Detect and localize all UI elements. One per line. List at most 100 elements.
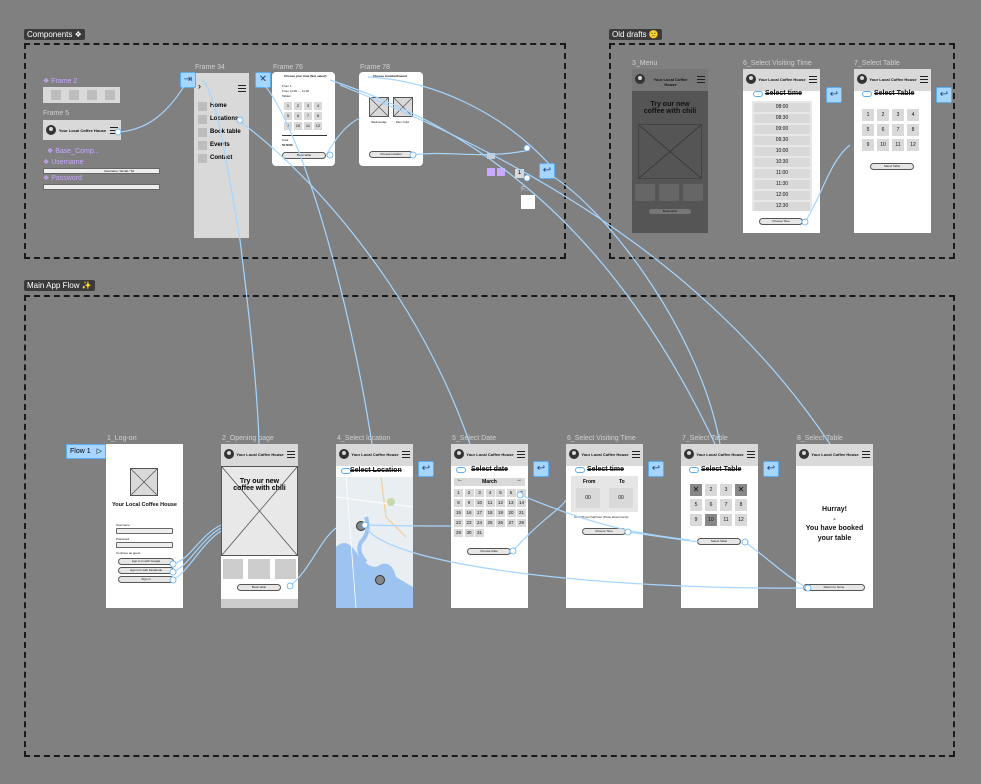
toggle-icon[interactable]: [341, 468, 351, 474]
day-cell[interactable]: 7: [517, 489, 526, 497]
menu-icon[interactable]: [110, 127, 118, 134]
day-cell[interactable]: 2: [464, 489, 474, 497]
book-table-button[interactable]: Book table: [237, 584, 281, 591]
back-arrow-icon[interactable]: ↩: [533, 461, 549, 477]
chevron-right-icon[interactable]: →: [516, 477, 522, 483]
booked-frame-label[interactable]: 8_Select Table: [797, 435, 843, 442]
table-cell[interactable]: 5: [284, 112, 292, 120]
old-time-frame[interactable]: Your Local Coffee House Select time 08:0…: [743, 69, 820, 233]
table-cell[interactable]: 8: [314, 112, 322, 120]
frame78[interactable]: Choose location/Fasted Wednesday Mon Col…: [359, 72, 423, 166]
chevron-right-icon[interactable]: ›: [198, 81, 201, 91]
toggle-icon[interactable]: [689, 467, 699, 473]
time-slot[interactable]: 09:30: [754, 136, 810, 145]
time-slot[interactable]: 10:30: [754, 158, 810, 167]
frame76-label[interactable]: Frame 76: [273, 64, 303, 71]
table-cell[interactable]: 6: [877, 124, 889, 136]
day-cell[interactable]: 13: [506, 499, 516, 507]
menu-item-contact[interactable]: Contact: [198, 154, 246, 163]
table-cell[interactable]: 7: [892, 124, 904, 136]
back-arrow-icon[interactable]: ↩: [936, 87, 952, 103]
opening-frame-label[interactable]: 2_Opening page: [222, 435, 274, 442]
select-table-button[interactable]: Select Table: [697, 538, 741, 545]
day-cell[interactable]: 4: [485, 489, 495, 497]
table-cell[interactable]: 1: [284, 102, 292, 110]
frame34-menu[interactable]: › Home Locations Book table Events Conta…: [194, 73, 249, 238]
visit-time-frame[interactable]: Your Local Coffee House Select time From…: [566, 444, 643, 608]
table-cell[interactable]: 6: [705, 499, 717, 511]
guest-label[interactable]: Continue as guest: [116, 551, 141, 555]
date-frame-label[interactable]: 5_Select Date: [452, 435, 496, 442]
toggle-icon[interactable]: [753, 91, 763, 97]
table-cell-occupied[interactable]: ✕: [690, 484, 702, 496]
day-cell[interactable]: 21: [517, 509, 526, 517]
table-cell[interactable]: 8: [907, 124, 919, 136]
day-cell[interactable]: 18: [485, 509, 495, 517]
menu-item-locations[interactable]: Locations: [198, 115, 246, 124]
frame2[interactable]: [43, 87, 120, 103]
menu-icon[interactable]: [287, 451, 295, 458]
frame5-label[interactable]: Frame 5: [43, 110, 70, 117]
table-cell-selected[interactable]: 10: [705, 514, 717, 526]
table-cell[interactable]: 11: [720, 514, 732, 526]
date-frame[interactable]: Your Local Coffee House Select date ← Ma…: [451, 444, 528, 608]
menu-icon[interactable]: [920, 76, 928, 83]
table-cell[interactable]: 2: [705, 484, 717, 496]
table-cell[interactable]: 7: [304, 112, 312, 120]
day-cell[interactable]: 27: [506, 519, 516, 527]
return-home-button[interactable]: Return to home: [803, 584, 865, 591]
back-arrow-icon[interactable]: ↩: [418, 461, 434, 477]
opening-frame[interactable]: Your Local Coffee House Try our new coff…: [221, 444, 298, 608]
day-cell[interactable]: 12: [496, 499, 505, 507]
toggle-icon[interactable]: [456, 467, 466, 473]
time-slot[interactable]: 09:00: [754, 125, 810, 134]
frame34-label[interactable]: Frame 34: [195, 64, 225, 71]
day-cell[interactable]: 20: [506, 509, 516, 517]
choose-time-button[interactable]: Choose Time: [759, 218, 803, 225]
table-cell[interactable]: 2: [294, 102, 302, 110]
table-cell[interactable]: 12: [735, 514, 747, 526]
day-cell[interactable]: 3: [475, 489, 484, 497]
back-arrow-icon[interactable]: ↩: [763, 461, 779, 477]
location-map[interactable]: [336, 477, 413, 608]
day-cell[interactable]: 16: [464, 509, 474, 517]
username-field[interactable]: Username / Email / Tel: [43, 168, 160, 174]
menu-item-events[interactable]: Events: [198, 141, 246, 150]
menu-icon[interactable]: [862, 451, 870, 458]
day-cell[interactable]: 24: [475, 519, 484, 527]
table-grid[interactable]: ✕ 2 3 ✕ 5 6 7 8 9 10 11 12: [690, 484, 747, 526]
day-cell[interactable]: 28: [517, 519, 526, 527]
table-cell[interactable]: 9: [284, 122, 292, 130]
table-frame[interactable]: Your Local Coffee House Select Table ✕ 2…: [681, 444, 758, 608]
table-cell[interactable]: 11: [304, 122, 312, 130]
day-cell[interactable]: 31: [475, 529, 484, 537]
location-frame[interactable]: Your Local Coffee House Select Location: [336, 444, 413, 608]
table-frame-label[interactable]: 7_Select Table: [682, 435, 728, 442]
day-cell[interactable]: 26: [496, 519, 505, 527]
day-cell[interactable]: 9: [464, 499, 474, 507]
time-slot[interactable]: 12:30: [754, 202, 810, 211]
blank-frame[interactable]: [521, 195, 535, 209]
signin-button[interactable]: Sign in: [118, 576, 174, 583]
menu-icon[interactable]: [517, 451, 525, 458]
menu-icon[interactable]: [809, 76, 817, 83]
old-menu-label[interactable]: 3_Menu: [632, 60, 658, 67]
day-cell[interactable]: 11: [485, 499, 495, 507]
day-cell[interactable]: 29: [454, 529, 463, 537]
table-cell[interactable]: 3: [304, 102, 312, 110]
old-table-frame[interactable]: Your Local Coffee House Select Table 1 2…: [854, 69, 931, 233]
day-cell[interactable]: 10: [475, 499, 484, 507]
table-cell[interactable]: 10: [877, 139, 889, 151]
book-table-button[interactable]: Book table: [648, 208, 692, 215]
menu-icon[interactable]: [238, 85, 246, 92]
back-arrow-icon[interactable]: ↩: [648, 461, 664, 477]
login-frame-label[interactable]: 1_Log-on: [107, 435, 137, 442]
table-cell[interactable]: 10: [294, 122, 302, 130]
table-cell[interactable]: 9: [862, 139, 874, 151]
frame76[interactable]: Choose your time (Not select) From 1 Fro…: [272, 72, 335, 166]
table-cell[interactable]: 12: [314, 122, 322, 130]
table-cell[interactable]: 3: [720, 484, 732, 496]
f-label[interactable]: F...: [521, 186, 531, 193]
login-frame[interactable]: Your Local Coffee House Username Passwor…: [106, 444, 183, 608]
frame78-label[interactable]: Frame 78: [360, 64, 390, 71]
